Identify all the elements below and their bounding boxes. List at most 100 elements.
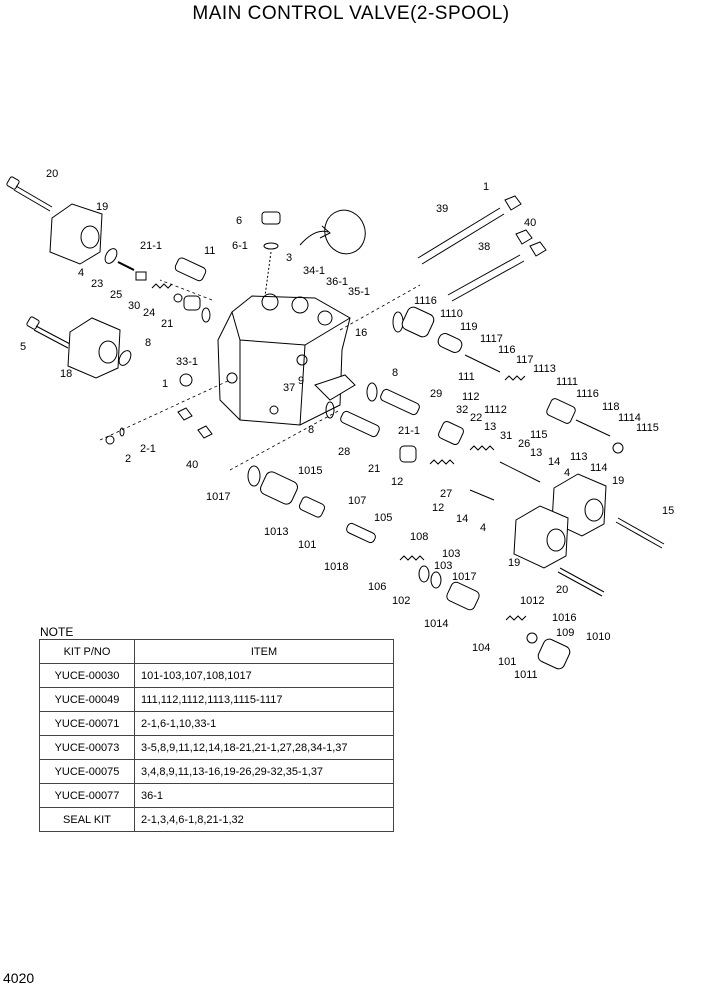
item-cell: 2-1,6-1,10,33-1: [134, 711, 394, 736]
column-header-kit: KIT P/NO: [39, 639, 135, 664]
callout: 21: [161, 318, 173, 330]
table-row: SEAL KIT 2-1,3,4,6-1,8,21-1,32: [39, 807, 394, 832]
callout: 1: [162, 378, 168, 390]
callout: 112: [462, 391, 480, 403]
callout: 1017: [206, 491, 230, 503]
callout: 12: [391, 476, 403, 488]
callout: 19: [612, 475, 624, 487]
page-title: MAIN CONTROL VALVE(2-SPOOL): [192, 3, 510, 24]
callout: 12: [432, 502, 444, 514]
bolt-20: [6, 176, 53, 212]
callout-labels: 20 19 4 23 25 21-1 11 30 24 21 6 6-1 3 3…: [20, 168, 674, 681]
callout: 35-1: [348, 286, 370, 298]
kit-cell: YUCE-00030: [39, 663, 135, 688]
kit-cell: YUCE-00073: [39, 735, 135, 760]
callout: 1111: [556, 376, 578, 388]
callout: 32: [456, 404, 468, 416]
callout: 4: [564, 467, 570, 479]
callout: 103: [442, 548, 460, 560]
callout: 1015: [298, 465, 322, 477]
callout: 1112: [484, 404, 507, 416]
cover-19-left: [49, 203, 103, 265]
callout: 11: [204, 245, 215, 257]
callout: 117: [516, 354, 534, 366]
kit-cell: YUCE-00077: [39, 783, 135, 808]
note-label: NOTE: [40, 625, 74, 639]
item-cell: 101-103,107,108,1017: [134, 663, 394, 688]
callout: 39: [436, 203, 448, 215]
callout: 101: [298, 539, 316, 551]
callout: 29: [430, 388, 442, 400]
callout: 33-1: [176, 356, 198, 368]
table-row: YUCE-00077 36-1: [39, 783, 394, 808]
callout: 107: [348, 495, 366, 507]
callout: 15: [662, 505, 674, 517]
callout: 1113: [533, 363, 556, 375]
callout: 5: [20, 341, 26, 353]
kit-cell: SEAL KIT: [39, 807, 135, 832]
callout: 1010: [586, 631, 610, 643]
callout: 1017: [452, 571, 476, 583]
callout: 13: [484, 421, 496, 433]
table-header-row: KIT P/NO ITEM: [39, 639, 394, 664]
callout: 37: [283, 382, 295, 394]
item-cell: 2-1,3,4,6-1,8,21-1,32: [134, 807, 394, 832]
kit-table: KIT P/NO ITEM YUCE-00030 101-103,107,108…: [39, 639, 394, 832]
table-row: YUCE-00073 3-5,8,9,11,12,14,18-21,21-1,2…: [39, 735, 394, 760]
spool-bottom: [247, 465, 571, 670]
callout: 30: [128, 300, 140, 312]
page-number: 4020: [3, 970, 35, 986]
bolt-5: [26, 316, 71, 349]
callout: 103: [434, 560, 452, 572]
callout: 31: [500, 430, 512, 442]
callout: 1117: [480, 333, 503, 345]
callout: 36-1: [326, 276, 348, 288]
kit-cell: YUCE-00075: [39, 759, 135, 784]
callout: 23: [91, 278, 103, 290]
callout: 4: [78, 267, 84, 279]
callout: 108: [410, 531, 428, 543]
callout: 1: [483, 181, 489, 193]
callout: 16: [355, 327, 367, 339]
callout: 106: [368, 581, 386, 593]
callout: 8: [308, 424, 314, 436]
callout: 118: [602, 401, 620, 413]
callout: 105: [374, 512, 392, 524]
callout: 13: [530, 447, 542, 459]
callout: 4: [480, 522, 486, 534]
callout: 111: [458, 371, 475, 383]
callout: 21-1: [140, 240, 162, 252]
o-ring-large: [299, 209, 366, 255]
cover-18: [67, 317, 121, 379]
callout: 113: [570, 451, 588, 463]
plug-6: [261, 211, 281, 297]
callout: 19: [96, 201, 108, 213]
covers-right: [513, 473, 665, 597]
callout: 40: [524, 217, 536, 229]
callout: 102: [392, 595, 410, 607]
callout: 38: [478, 241, 490, 253]
callout: 19: [508, 557, 520, 569]
item-cell: 36-1: [134, 783, 394, 808]
callout: 1110: [440, 308, 463, 320]
callout: 1011: [514, 669, 538, 681]
callout: 27: [440, 488, 452, 500]
callout: 6-1: [232, 240, 248, 252]
callout: 1116: [414, 295, 437, 307]
callout: 114: [590, 462, 608, 474]
callout: 40: [186, 459, 198, 471]
item-cell: 3-5,8,9,11,12,14,18-21,21-1,27,28,34-1,3…: [134, 735, 394, 760]
callout: 20: [556, 584, 568, 596]
callout: 25: [110, 289, 122, 301]
callout: 1012: [520, 595, 544, 607]
callout: 101: [498, 656, 516, 668]
column-header-item: ITEM: [134, 639, 394, 664]
table-row: YUCE-00071 2-1,6-1,10,33-1: [39, 711, 394, 736]
callout: 22: [470, 412, 482, 424]
callout: 14: [456, 513, 468, 525]
table-row: YUCE-00075 3,4,8,9,11,13-16,19-26,29-32,…: [39, 759, 394, 784]
callout: 1014: [424, 618, 448, 630]
item-cell: 111,112,1112,1113,1115-1117: [134, 687, 394, 712]
callout: 109: [556, 627, 574, 639]
